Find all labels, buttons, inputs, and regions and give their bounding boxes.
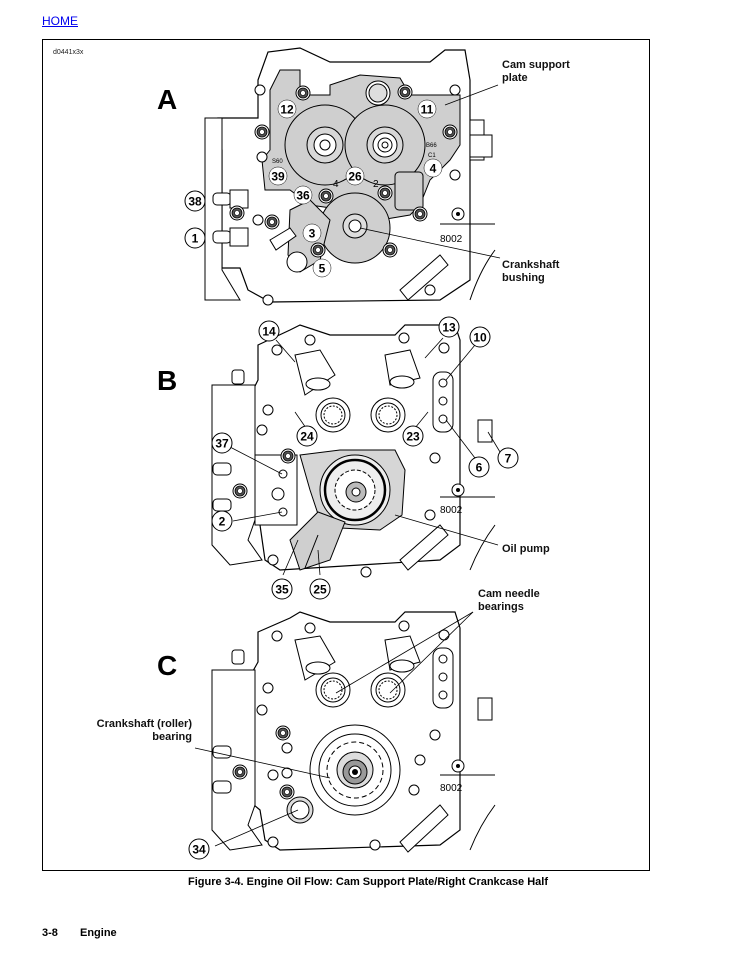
callout-number: 39 bbox=[271, 170, 285, 184]
callout-bubble-25: 25 bbox=[309, 578, 331, 600]
page-number: 3-8 bbox=[42, 927, 58, 939]
figure-caption: Figure 3-4. Engine Oil Flow: Cam Support… bbox=[187, 876, 548, 888]
callout-bubble-1: 1 bbox=[184, 227, 206, 249]
callout-number: 5 bbox=[319, 262, 326, 276]
home-link[interactable]: HOME bbox=[42, 14, 78, 28]
callout-bubble-24: 24 bbox=[296, 425, 318, 447]
callout-bubble-23: 23 bbox=[402, 425, 424, 447]
callout-bubble-14: 14 bbox=[258, 320, 280, 342]
callout-number: 25 bbox=[313, 583, 327, 597]
callout-number: 37 bbox=[215, 437, 229, 451]
panel-b-drawing: 8002 bbox=[211, 324, 501, 578]
marking-text: B66 bbox=[426, 143, 437, 149]
callout-number: 1 bbox=[192, 232, 199, 246]
callout-bubble-12: 12 bbox=[277, 99, 297, 119]
callout-number: 36 bbox=[296, 189, 310, 203]
callout-number: 2 bbox=[219, 515, 226, 529]
callout-bubble-13: 13 bbox=[438, 316, 460, 338]
callout-number: 7 bbox=[505, 452, 512, 466]
callout-bubble-11: 11 bbox=[417, 99, 437, 119]
part-number-c: 8002 bbox=[440, 783, 463, 794]
callout-bubble-26: 26 bbox=[345, 166, 365, 186]
callout-bubble-7: 7 bbox=[497, 447, 519, 469]
callout-number: 4 bbox=[430, 162, 437, 176]
callout-bubble-2: 2 bbox=[211, 510, 233, 532]
label-crankshaft-roller-bearing: Crankshaft (roller)bearing bbox=[96, 718, 192, 743]
callout-bubble-4: 4 bbox=[423, 158, 443, 178]
callout-number: 12 bbox=[280, 103, 294, 117]
marking-text: 4 bbox=[333, 179, 339, 190]
callout-bubble-35: 35 bbox=[271, 578, 293, 600]
callout-number: 24 bbox=[300, 430, 314, 444]
crankcase-outline-b bbox=[247, 324, 461, 571]
part-number-b: 8002 bbox=[440, 505, 463, 516]
marking-text: S60 bbox=[272, 159, 283, 165]
callout-number: 34 bbox=[192, 843, 206, 857]
figure-frame: d0441x3x bbox=[42, 39, 650, 871]
callout-number: 14 bbox=[262, 325, 276, 339]
panel-c-drawing: 8002 bbox=[194, 611, 496, 853]
callout-bubble-34: 34 bbox=[188, 838, 210, 860]
callout-number: 26 bbox=[348, 170, 362, 184]
callout-number: 13 bbox=[442, 321, 456, 335]
callout-bubble-10: 10 bbox=[469, 326, 491, 348]
label-oil-pump: Oil pump bbox=[502, 543, 550, 555]
panel-letter-b: B bbox=[157, 365, 178, 396]
callout-bubble-5: 5 bbox=[312, 258, 332, 278]
callout-bubble-6: 6 bbox=[468, 456, 490, 478]
callout-bubble-38: 38 bbox=[184, 190, 206, 212]
callout-bubble-37: 37 bbox=[211, 432, 233, 454]
callout-bubble-39: 39 bbox=[268, 166, 288, 186]
figure-id-code: d0441x3x bbox=[53, 49, 84, 56]
marking-text: C1 bbox=[428, 153, 436, 159]
callout-number: 35 bbox=[275, 583, 289, 597]
marking-text: 2 bbox=[373, 179, 379, 190]
callout-bubble-3: 3 bbox=[302, 223, 322, 243]
callout-number: 38 bbox=[188, 195, 202, 209]
callout-number: 23 bbox=[406, 430, 420, 444]
section-title: Engine bbox=[80, 927, 117, 939]
panel-letter-a: A bbox=[157, 84, 178, 115]
callout-bubble-36: 36 bbox=[293, 185, 313, 205]
callout-number: 10 bbox=[473, 331, 487, 345]
callout-number: 6 bbox=[476, 461, 483, 475]
callout-number: 3 bbox=[309, 227, 316, 241]
part-number-a: 8002 bbox=[440, 234, 463, 245]
panel-letter-c: C bbox=[157, 650, 178, 681]
callout-number: 11 bbox=[421, 103, 434, 117]
